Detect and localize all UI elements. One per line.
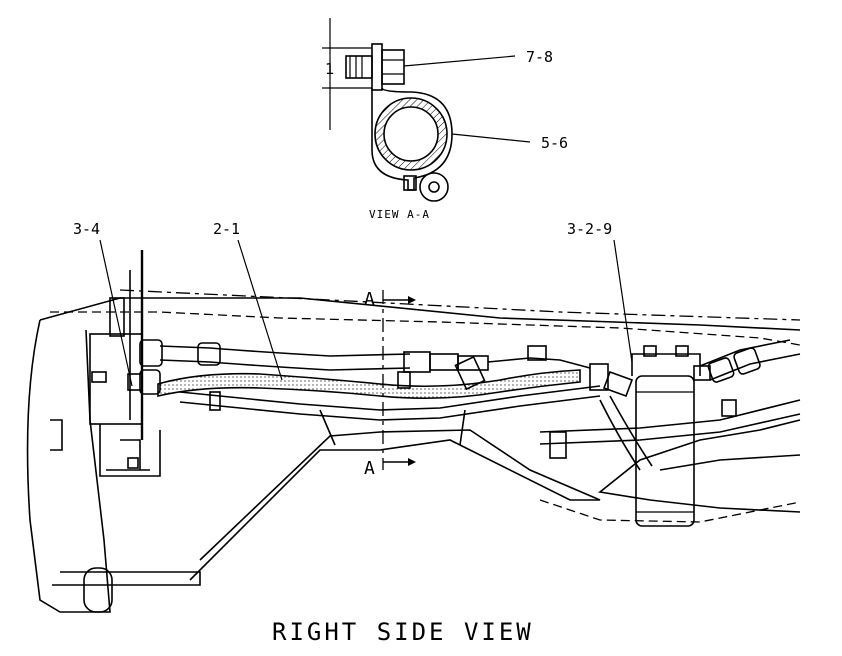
engine-outline: [26, 319, 111, 613]
frame-rail-right-hidden: [539, 499, 801, 523]
section-marker-top: A: [364, 289, 375, 310]
washer-hole: [428, 181, 440, 193]
dimension-label: 1: [325, 60, 334, 78]
upper-hose-bottom: [159, 359, 411, 371]
view-a-a-detail: 1 7-8 5-6 VIEW A-A: [322, 18, 568, 221]
bolt-head: [381, 49, 405, 85]
hose-2-1: [157, 369, 581, 400]
line-to-filter: [487, 357, 591, 369]
callout-clip: 5-6: [541, 134, 568, 152]
outlet-hose: [699, 339, 801, 381]
leader-3-2-9: [613, 239, 633, 363]
lower-mount: [83, 567, 113, 613]
leader-2-1: [237, 239, 283, 381]
centerline-upper: [119, 289, 801, 321]
view-caption: VIEW A-A: [369, 208, 430, 221]
leader-bolt: [403, 55, 516, 67]
right-clamp: [721, 399, 737, 417]
filter-head: [631, 353, 701, 376]
bolt-shank: [345, 55, 373, 79]
frame-rail-right: [598, 419, 801, 513]
callout-2-1: 2-1: [213, 220, 240, 238]
tube-bore: [383, 106, 439, 162]
pump-mount: [99, 424, 161, 477]
hose-fitting: [197, 342, 221, 366]
right-side-view: A A 3-4 2-1 3-2-9: [26, 220, 801, 613]
support-arm: [189, 429, 601, 581]
support-struts: [319, 409, 466, 446]
line-clamp: [527, 345, 547, 361]
upper-hose-top: [159, 345, 411, 357]
hose-coupling: [403, 351, 431, 373]
fuel-filter: [635, 375, 695, 527]
section-marker-bottom: A: [364, 458, 375, 479]
leader-3-4: [99, 239, 133, 387]
frame-crossmember: [659, 454, 801, 471]
engine-boss: [50, 419, 63, 451]
right-lines: [539, 399, 801, 445]
pump-body: [89, 333, 143, 425]
callout-bolt: 7-8: [526, 48, 553, 66]
clip-strap: [371, 87, 453, 191]
washer: [419, 172, 449, 202]
pump-bracket-top: [109, 297, 125, 337]
view-title: RIGHT SIDE VIEW: [272, 618, 534, 646]
frame-rail-hidden: [50, 311, 801, 346]
callout-3-4: 3-4: [73, 220, 100, 238]
frame-rail-top: [39, 297, 801, 331]
mounting-plate: [371, 43, 383, 91]
callout-3-2-9: 3-2-9: [567, 220, 612, 238]
leader-clip: [451, 133, 531, 143]
lower-bracket: [52, 571, 201, 586]
